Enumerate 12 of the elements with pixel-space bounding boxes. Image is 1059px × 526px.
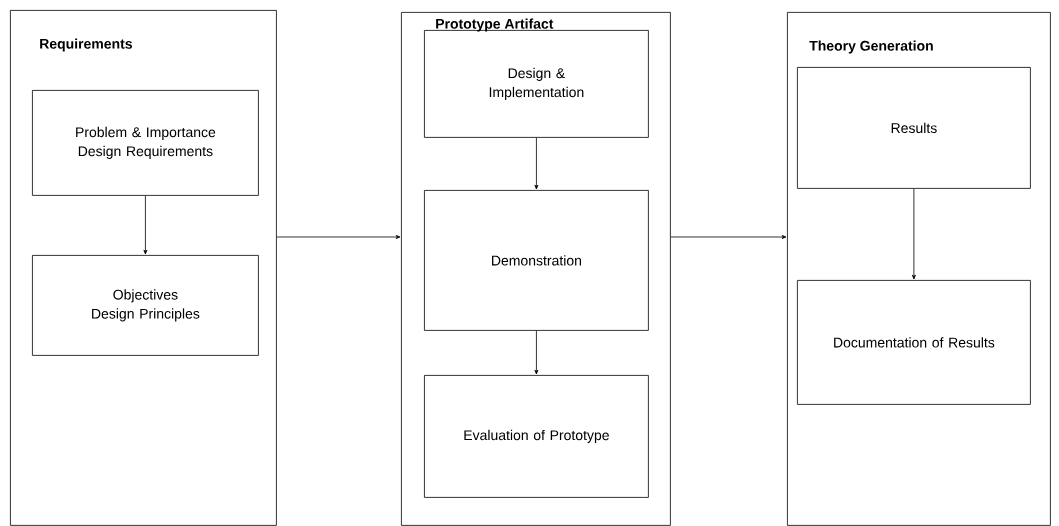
process-box: Objectives Design Principles	[32, 255, 259, 356]
arrow	[911, 188, 916, 280]
arrow	[143, 195, 148, 255]
arrow	[534, 330, 539, 375]
process-box: Evaluation of Prototype	[424, 375, 649, 498]
process-box: Problem & Importance Design Requirements	[32, 90, 259, 196]
arrow	[534, 137, 539, 190]
process-box: Results	[797, 67, 1031, 189]
process-box: Documentation of Results	[797, 280, 1031, 405]
arrow	[276, 235, 401, 239]
arrow	[670, 235, 787, 239]
process-box: Demonstration	[424, 190, 649, 331]
